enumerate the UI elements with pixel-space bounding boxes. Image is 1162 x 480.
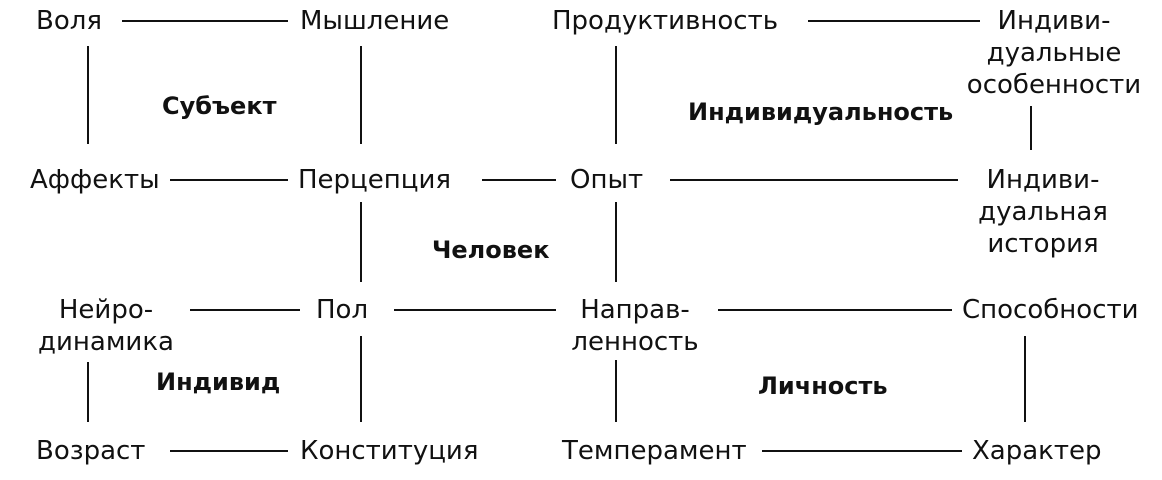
- node-sposobnosti: Способности: [962, 295, 1139, 325]
- node-individualnaya-istoriya: Индиви- дуальная история: [968, 164, 1118, 260]
- node-pol: Пол: [316, 295, 369, 325]
- node-vozrast: Возраст: [36, 436, 146, 466]
- node-individualnye-osobennosti-line1: Индиви-: [997, 6, 1111, 36]
- node-affekty: Аффекты: [30, 165, 160, 195]
- node-individualnye-osobennosti: Индиви- дуальные особенности: [964, 5, 1144, 101]
- region-individualnost: Индивидуальность: [688, 98, 954, 126]
- region-individ: Индивид: [156, 368, 281, 396]
- node-konstituciya: Конституция: [300, 436, 479, 466]
- node-neirodinamika-line1: Нейро-: [58, 295, 154, 325]
- region-lichnost: Личность: [758, 372, 888, 400]
- node-napravlennost-line1: Направ-: [580, 295, 690, 325]
- node-individualnaya-istoriya-line3: история: [987, 229, 1099, 259]
- node-myshlenie: Мышление: [300, 6, 450, 36]
- node-napravlennost-line2: ленность: [571, 327, 699, 357]
- node-harakter: Характер: [972, 436, 1102, 466]
- node-temperament: Темперамент: [562, 436, 747, 466]
- node-neirodinamika: Нейро- динамика: [26, 294, 186, 358]
- node-produktivnost: Продуктивность: [552, 6, 779, 36]
- node-opyt: Опыт: [570, 165, 644, 195]
- node-individualnaya-istoriya-line1: Индиви-: [986, 165, 1100, 195]
- region-chelovek: Человек: [432, 236, 550, 264]
- node-individualnaya-istoriya-line2: дуальная: [978, 197, 1108, 227]
- node-individualnye-osobennosti-line2: дуальные: [986, 38, 1122, 68]
- node-percepciya: Перцепция: [298, 165, 451, 195]
- region-subekt: Субъект: [162, 92, 277, 120]
- node-neirodinamika-line2: динамика: [38, 327, 174, 357]
- node-individualnye-osobennosti-line3: особенности: [966, 70, 1142, 100]
- node-napravlennost: Направ- ленность: [560, 294, 710, 358]
- node-volya: Воля: [36, 6, 103, 36]
